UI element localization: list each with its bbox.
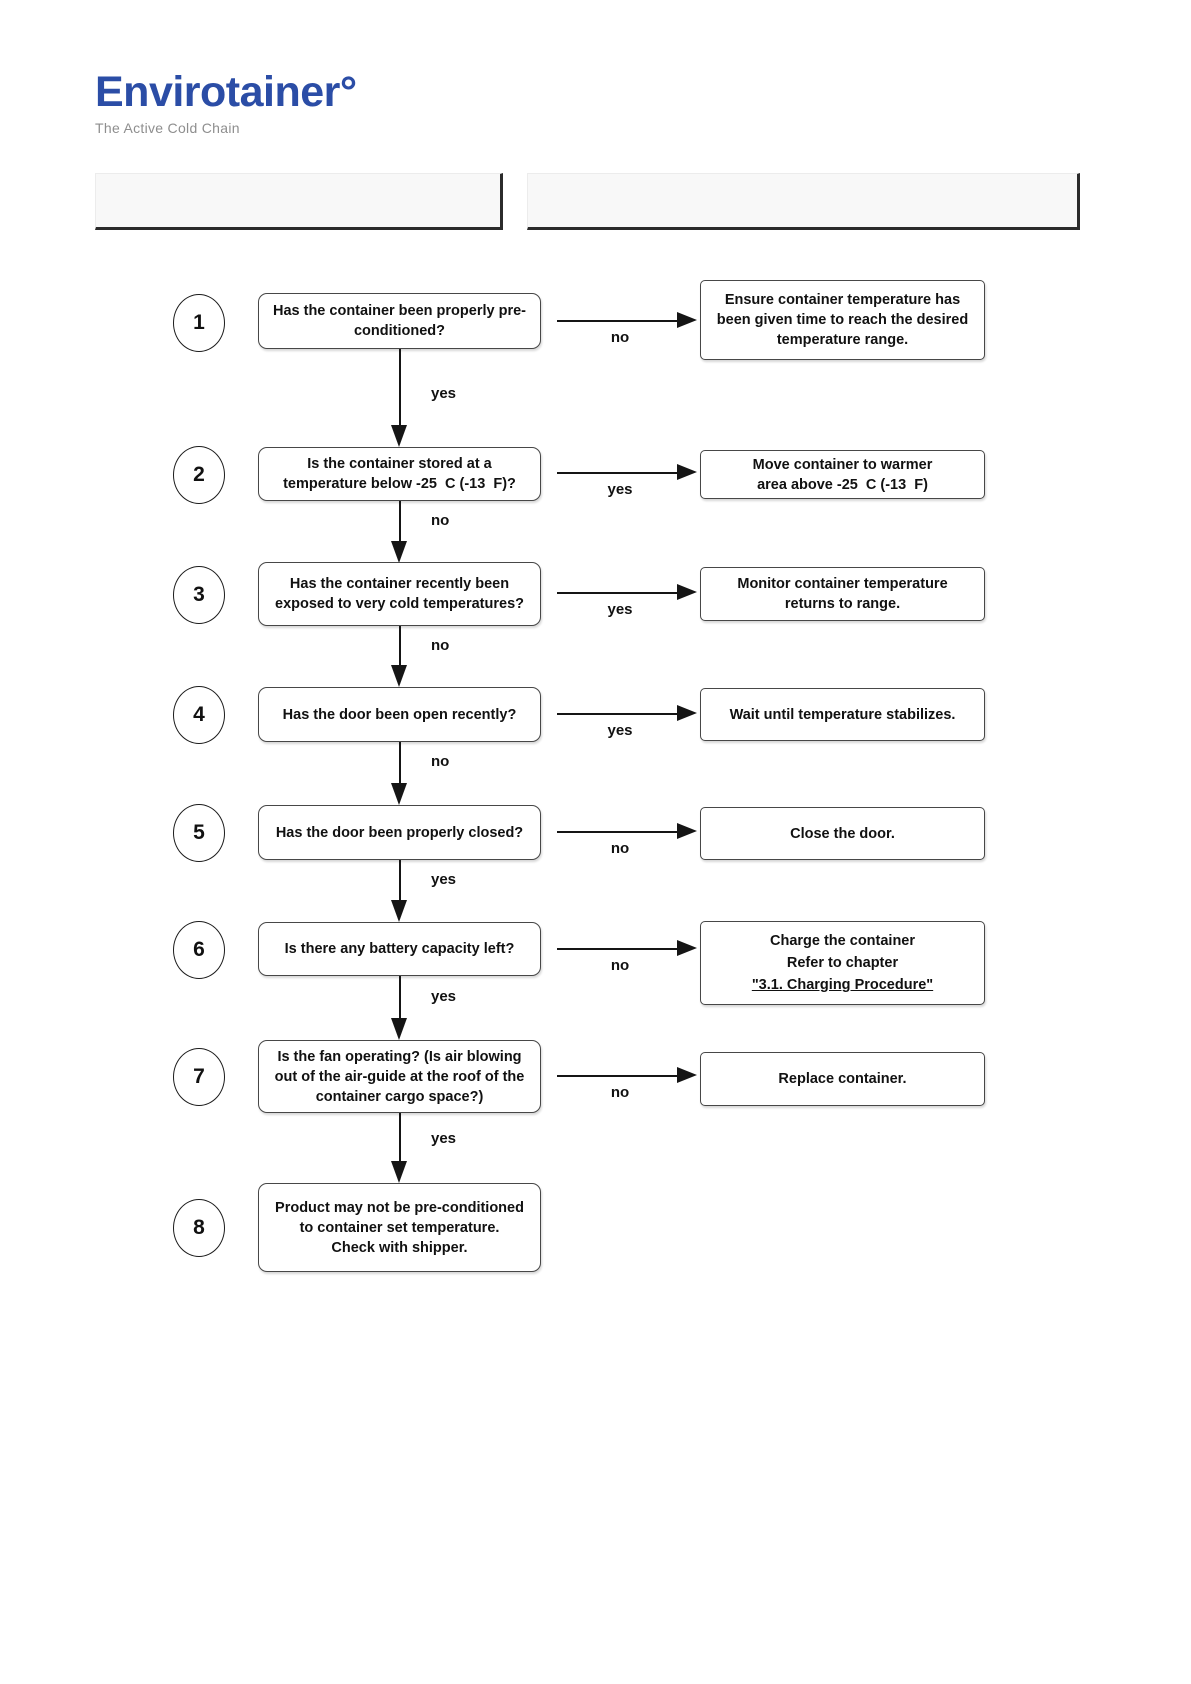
branch-label-1: no	[610, 329, 630, 346]
action-text-5: Close the door.	[790, 825, 895, 842]
step-circle-8: 8	[173, 1199, 225, 1257]
connector-down-head-7	[391, 1161, 407, 1183]
arrow-right-shaft-2	[557, 472, 678, 475]
action-box-7: Replace container.	[700, 1052, 985, 1106]
question-box-2: Is the container stored at a temperature…	[258, 447, 541, 501]
arrow-right-shaft-7	[557, 1075, 678, 1078]
question-text-8: Product may not be pre-conditioned to co…	[275, 1199, 524, 1256]
connector-down-head-1	[391, 425, 407, 447]
step-circle-2: 2	[173, 446, 225, 504]
connector-down-3	[399, 626, 401, 665]
arrow-right-head-2	[677, 464, 697, 480]
arrow-right-shaft-6	[557, 948, 678, 951]
arrow-right-shaft-1	[557, 320, 678, 323]
step-number-1: 1	[193, 311, 205, 334]
question-text-5: Has the door been properly closed?	[275, 824, 524, 841]
connector-down-head-2	[391, 541, 407, 563]
down-label-7: yes	[431, 1130, 457, 1147]
question-text-3: Has the container recently been exposed …	[275, 576, 524, 612]
action-box-6: Charge the container Refer to chapter "3…	[700, 921, 985, 1005]
connector-down-6	[399, 976, 401, 1018]
arrow-right-head-1	[677, 312, 697, 328]
step-circle-3: 3	[173, 566, 225, 624]
step-number-3: 3	[193, 583, 205, 606]
envirotainer-logo: Envirotainer° The Active Cold Chain	[95, 68, 357, 136]
connector-down-5	[399, 860, 401, 900]
question-box-4: Has the door been open recently?	[258, 687, 541, 742]
question-box-6: Is there any battery capacity left?	[258, 922, 541, 976]
question-text-6: Is there any battery capacity left?	[284, 941, 515, 957]
header-field-right	[527, 173, 1080, 230]
down-label-3: no	[431, 637, 450, 654]
action-box-4: Wait until temperature stabilizes.	[700, 688, 985, 741]
connector-down-head-3	[391, 665, 407, 687]
step-number-2: 2	[193, 463, 205, 486]
logo-wordmark-line: Envirotainer°	[95, 68, 357, 117]
connector-down-7	[399, 1113, 401, 1161]
step-number-6: 6	[193, 938, 205, 961]
question-text-4: Has the door been open recently?	[282, 706, 517, 723]
connector-down-head-5	[391, 900, 407, 922]
question-box-7: Is the fan operating? (Is air blowing ou…	[258, 1040, 541, 1113]
arrow-right-head-7	[677, 1067, 697, 1083]
action-box-5: Close the door.	[700, 807, 985, 860]
charging-procedure-link[interactable]: "3.1. Charging Procedure"	[751, 977, 934, 993]
arrow-right-head-5	[677, 823, 697, 839]
branch-label-4: yes	[607, 722, 633, 739]
action-text-3: Monitor container temperature returns to…	[737, 576, 948, 612]
step-circle-1: 1	[173, 294, 225, 352]
arrow-right-head-3	[677, 584, 697, 600]
step-number-5: 5	[193, 821, 205, 844]
question-box-5: Has the door been properly closed?	[258, 805, 541, 860]
step-number-7: 7	[193, 1065, 205, 1088]
step-number-8: 8	[193, 1216, 205, 1239]
question-box-3: Has the container recently been exposed …	[258, 562, 541, 626]
branch-label-7: no	[610, 1084, 630, 1101]
branch-label-2: yes	[607, 481, 633, 498]
action-text-2: Move container to warmer area above -25 …	[752, 456, 933, 493]
question-text-2: Is the container stored at a temperature…	[283, 456, 516, 492]
question-text-7: Is the fan operating? (Is air blowing ou…	[274, 1048, 525, 1105]
connector-down-2	[399, 501, 401, 541]
connector-down-head-4	[391, 783, 407, 805]
logo-wordmark: Envirotainer	[95, 68, 340, 116]
question-box-1: Has the container been properly pre- con…	[258, 293, 541, 349]
connector-down-head-6	[391, 1018, 407, 1040]
down-label-2: no	[431, 512, 450, 529]
arrow-right-head-6	[677, 940, 697, 956]
down-label-5: yes	[431, 871, 457, 888]
arrow-right-shaft-4	[557, 713, 678, 716]
step-circle-6: 6	[173, 921, 225, 979]
down-label-1: yes	[431, 385, 457, 402]
step-number-4: 4	[193, 703, 205, 726]
step-circle-5: 5	[173, 804, 225, 862]
question-text-1: Has the container been properly pre- con…	[272, 303, 526, 339]
action-text-1: Ensure container temperature has been gi…	[716, 292, 969, 348]
logo-degree-mark: °	[339, 68, 357, 116]
action-box-3: Monitor container temperature returns to…	[700, 567, 985, 621]
branch-label-6: no	[610, 957, 630, 974]
step-circle-7: 7	[173, 1048, 225, 1106]
arrow-right-head-4	[677, 705, 697, 721]
branch-label-3: yes	[607, 601, 633, 618]
question-box-8: Product may not be pre-conditioned to co…	[258, 1183, 541, 1272]
arrow-right-shaft-5	[557, 831, 678, 834]
connector-down-1	[399, 349, 401, 425]
header-field-left	[95, 173, 503, 230]
action-text-7: Replace container.	[778, 1071, 907, 1087]
action-box-2: Move container to warmer area above -25 …	[700, 450, 985, 499]
down-label-6: yes	[431, 988, 457, 1005]
down-label-4: no	[431, 753, 450, 770]
arrow-right-shaft-3	[557, 592, 678, 595]
connector-down-4	[399, 742, 401, 783]
action-text-6-line1: Charge the container	[769, 933, 916, 949]
logo-tagline: The Active Cold Chain	[95, 120, 240, 136]
action-box-1: Ensure container temperature has been gi…	[700, 280, 985, 360]
action-text-6-line2: Refer to chapter	[786, 955, 899, 971]
action-text-4: Wait until temperature stabilizes.	[729, 706, 956, 723]
step-circle-4: 4	[173, 686, 225, 744]
branch-label-5: no	[610, 840, 630, 857]
